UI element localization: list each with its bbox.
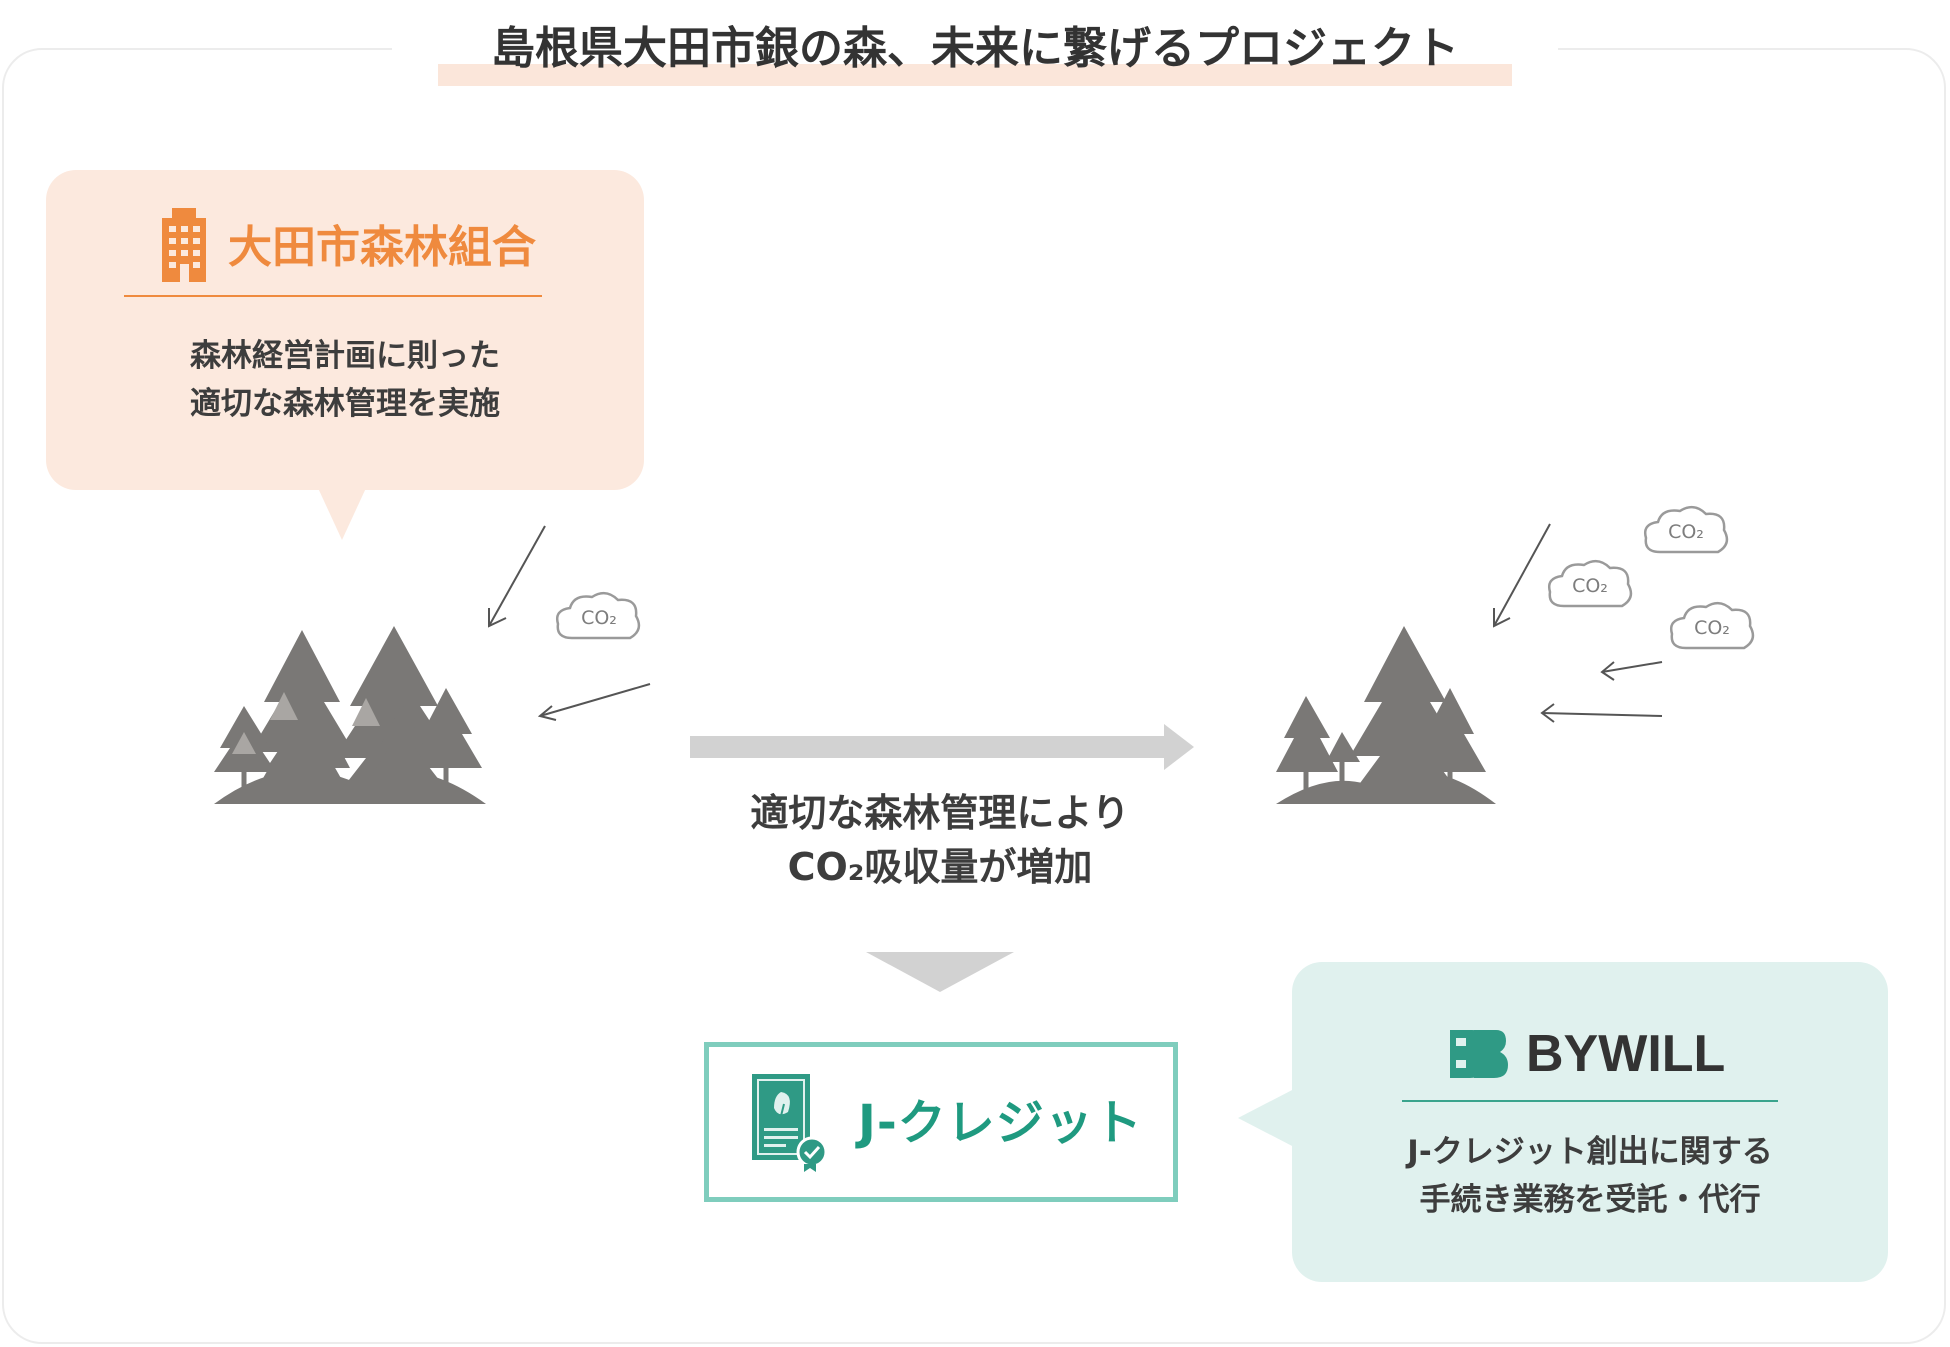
company-description-line-2: 手続き業務を受託・代行	[1292, 1176, 1888, 1224]
forest-before-icon	[214, 622, 486, 806]
company-bubble-tail	[1238, 1088, 1296, 1148]
forest-after-icon	[1276, 622, 1496, 806]
absorb-arrow-2	[536, 680, 654, 730]
process-caption: 適切な森林管理により CO₂吸収量が増加	[680, 786, 1200, 894]
company-name: BYWILL	[1526, 1022, 1725, 1086]
company-description: J-クレジット創出に関する 手続き業務を受託・代行	[1292, 1128, 1888, 1224]
org-description: 森林経営計画に則った 適切な森林管理を実施	[46, 332, 644, 428]
co2-label-right-2: CO₂	[1544, 572, 1636, 600]
company-divider	[1402, 1100, 1778, 1102]
org-bubble-tail	[312, 488, 372, 544]
org-description-line-1: 森林経営計画に則った	[46, 332, 644, 380]
absorb-arrow-3	[1488, 520, 1554, 632]
absorb-arrow-1	[480, 520, 560, 632]
certificate-icon	[750, 1072, 830, 1172]
process-caption-line-2: CO₂吸収量が増加	[680, 840, 1200, 894]
org-divider	[124, 295, 542, 297]
absorb-arrow-5	[1538, 700, 1666, 726]
process-arrow	[690, 722, 1196, 770]
process-caption-line-1: 適切な森林管理により	[680, 786, 1200, 840]
title-block: 島根県大田市銀の森、未来に繋げるプロジェクト	[392, 12, 1558, 92]
page-title: 島根県大田市銀の森、未来に繋げるプロジェクト	[392, 12, 1558, 86]
company-description-line-1: J-クレジット創出に関する	[1292, 1128, 1888, 1176]
company-bubble	[1292, 962, 1888, 1282]
org-name: 大田市森林組合	[228, 218, 536, 278]
co2-label-right-3: CO₂	[1666, 614, 1758, 642]
bywill-logo-icon	[1450, 1030, 1512, 1078]
co2-label-left: CO₂	[552, 604, 646, 632]
down-arrow	[866, 952, 1014, 992]
building-icon	[160, 208, 210, 282]
absorb-arrow-4	[1598, 656, 1666, 684]
jcredit-label: J-クレジット	[858, 1092, 1143, 1154]
org-description-line-2: 適切な森林管理を実施	[46, 380, 644, 428]
co2-label-right-1: CO₂	[1640, 518, 1732, 546]
